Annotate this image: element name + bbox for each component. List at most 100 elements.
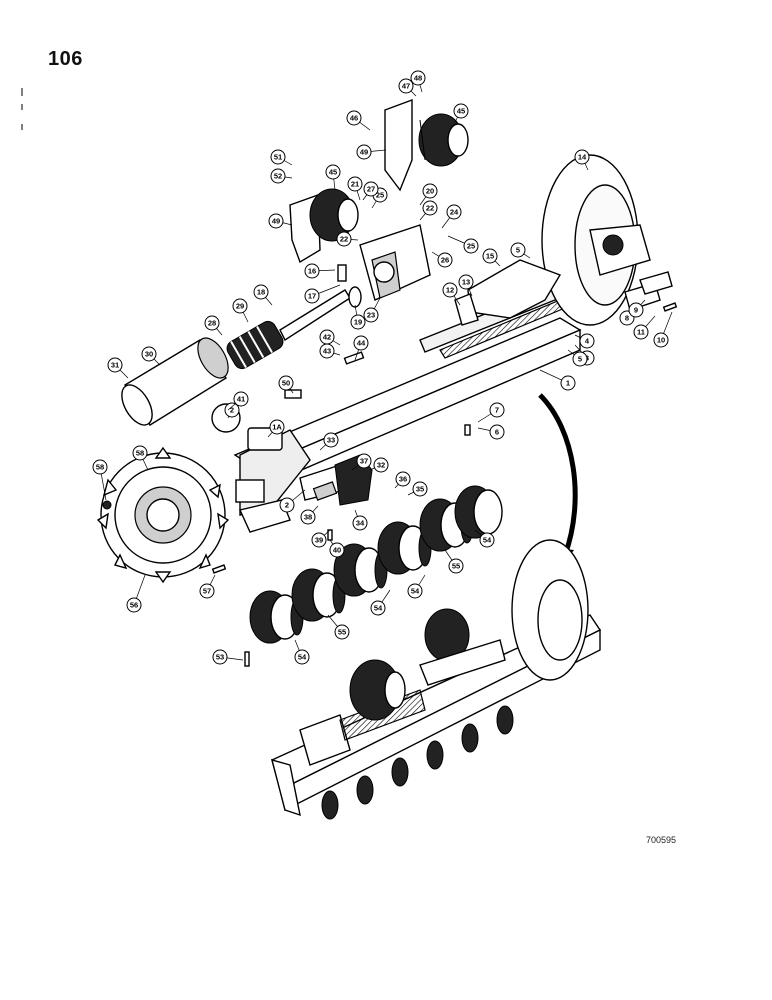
callout-label: 38 bbox=[304, 513, 312, 522]
callout-circle bbox=[347, 176, 363, 192]
callout-label: 29 bbox=[236, 302, 244, 311]
callout-label: 19 bbox=[354, 318, 362, 327]
callout-circle bbox=[628, 302, 644, 318]
callout-label: 58 bbox=[136, 449, 144, 458]
callout-circle bbox=[304, 263, 320, 279]
callout-label: 6 bbox=[495, 428, 499, 437]
callout-label: 54 bbox=[483, 536, 492, 545]
callout-circle bbox=[232, 298, 248, 314]
callout-24: 24 bbox=[441, 204, 462, 229]
callout-label: 44 bbox=[357, 339, 366, 348]
callout-circle bbox=[574, 149, 590, 165]
callout-circle bbox=[482, 248, 498, 264]
callout-2: 2 bbox=[279, 489, 306, 513]
callout-33: 33 bbox=[319, 432, 339, 451]
callout-15: 15 bbox=[482, 248, 501, 267]
callout-30: 30 bbox=[141, 346, 161, 366]
track-roller bbox=[291, 568, 346, 622]
callout-1: 1 bbox=[539, 369, 576, 391]
callout-circle bbox=[422, 183, 438, 199]
callout-5: 5 bbox=[567, 349, 588, 367]
callout-circle bbox=[350, 314, 366, 330]
callout-label: 2 bbox=[230, 406, 234, 415]
callout-circle bbox=[363, 307, 379, 323]
callout-label: 1A bbox=[272, 423, 282, 432]
callout-label: 30 bbox=[145, 350, 153, 359]
callout-circle bbox=[336, 231, 352, 247]
assembled-track-frame bbox=[271, 539, 602, 820]
callout-31: 31 bbox=[107, 357, 129, 379]
callout-label: 18 bbox=[257, 288, 265, 297]
callout-label: 11 bbox=[637, 328, 645, 337]
callout-label: 55 bbox=[452, 562, 460, 571]
callout-circle bbox=[224, 402, 240, 418]
callout-circle bbox=[653, 332, 669, 348]
callout-23: 23 bbox=[363, 297, 381, 323]
callout-1A: 1A bbox=[267, 419, 285, 438]
callout-label: 45 bbox=[329, 168, 337, 177]
callout-circle bbox=[398, 78, 414, 94]
callout-label: 58 bbox=[96, 463, 104, 472]
callout-circle bbox=[346, 110, 362, 126]
callout-54: 54 bbox=[407, 574, 426, 599]
callout-label: 12 bbox=[446, 286, 454, 295]
callout-circle bbox=[141, 346, 157, 362]
callout-label: 35 bbox=[416, 485, 424, 494]
callout-circle bbox=[395, 471, 411, 487]
callout-circle bbox=[437, 252, 453, 268]
callout-label: 36 bbox=[399, 475, 407, 484]
callout-label: 10 bbox=[657, 336, 665, 345]
callout-circle bbox=[356, 144, 372, 160]
callout-43: 43 bbox=[319, 343, 341, 359]
callout-circle bbox=[356, 453, 372, 469]
callout-41: 41 bbox=[227, 391, 249, 411]
carrier-roller-left bbox=[289, 188, 359, 264]
callout-18: 18 bbox=[253, 284, 273, 306]
callout-50: 50 bbox=[278, 375, 294, 394]
callout-22: 22 bbox=[336, 231, 359, 247]
callout-53: 53 bbox=[212, 649, 244, 665]
track-roller bbox=[454, 485, 503, 539]
callout-circle bbox=[572, 351, 588, 367]
callout-5: 5 bbox=[510, 242, 531, 259]
track-roller bbox=[377, 521, 432, 575]
callout-label: 27 bbox=[367, 185, 375, 194]
callout-circle bbox=[560, 375, 576, 391]
callout-48: 48 bbox=[410, 70, 426, 93]
callout-19: 19 bbox=[350, 304, 366, 330]
drawing-reference-code: 700595 bbox=[646, 835, 677, 845]
callout-label: 54 bbox=[374, 604, 383, 613]
callout-label: 48 bbox=[414, 74, 422, 83]
callout-label: 33 bbox=[327, 436, 335, 445]
callout-circle bbox=[329, 542, 345, 558]
callout-label: 42 bbox=[323, 333, 331, 342]
callout-label: 53 bbox=[216, 653, 224, 662]
callout-label: 52 bbox=[274, 172, 282, 181]
callout-circle bbox=[300, 509, 316, 525]
drive-sprocket bbox=[96, 446, 230, 584]
callout-circle bbox=[323, 432, 339, 448]
callout-17: 17 bbox=[304, 284, 341, 304]
callout-29: 29 bbox=[232, 298, 249, 323]
callout-label: 32 bbox=[377, 461, 385, 470]
callout-label: 43 bbox=[323, 347, 331, 356]
callout-25: 25 bbox=[447, 235, 479, 254]
callout-circle bbox=[370, 600, 386, 616]
callout-label: 17 bbox=[308, 292, 316, 301]
callout-58: 58 bbox=[132, 445, 149, 471]
callout-label: 13 bbox=[462, 278, 470, 287]
idler-yoke bbox=[454, 259, 562, 326]
callout-circle bbox=[92, 459, 108, 475]
callout-54: 54 bbox=[370, 589, 391, 616]
callout-circle bbox=[453, 103, 469, 119]
callout-54: 54 bbox=[294, 639, 310, 665]
callout-label: 4 bbox=[585, 337, 590, 346]
callout-circle bbox=[373, 457, 389, 473]
callout-label: 31 bbox=[111, 361, 119, 370]
callout-label: 57 bbox=[203, 587, 211, 596]
callout-56: 56 bbox=[126, 574, 146, 613]
callout-circle bbox=[510, 242, 526, 258]
callout-circle bbox=[446, 204, 462, 220]
callout-circle bbox=[633, 324, 649, 340]
callout-36: 36 bbox=[394, 471, 411, 489]
